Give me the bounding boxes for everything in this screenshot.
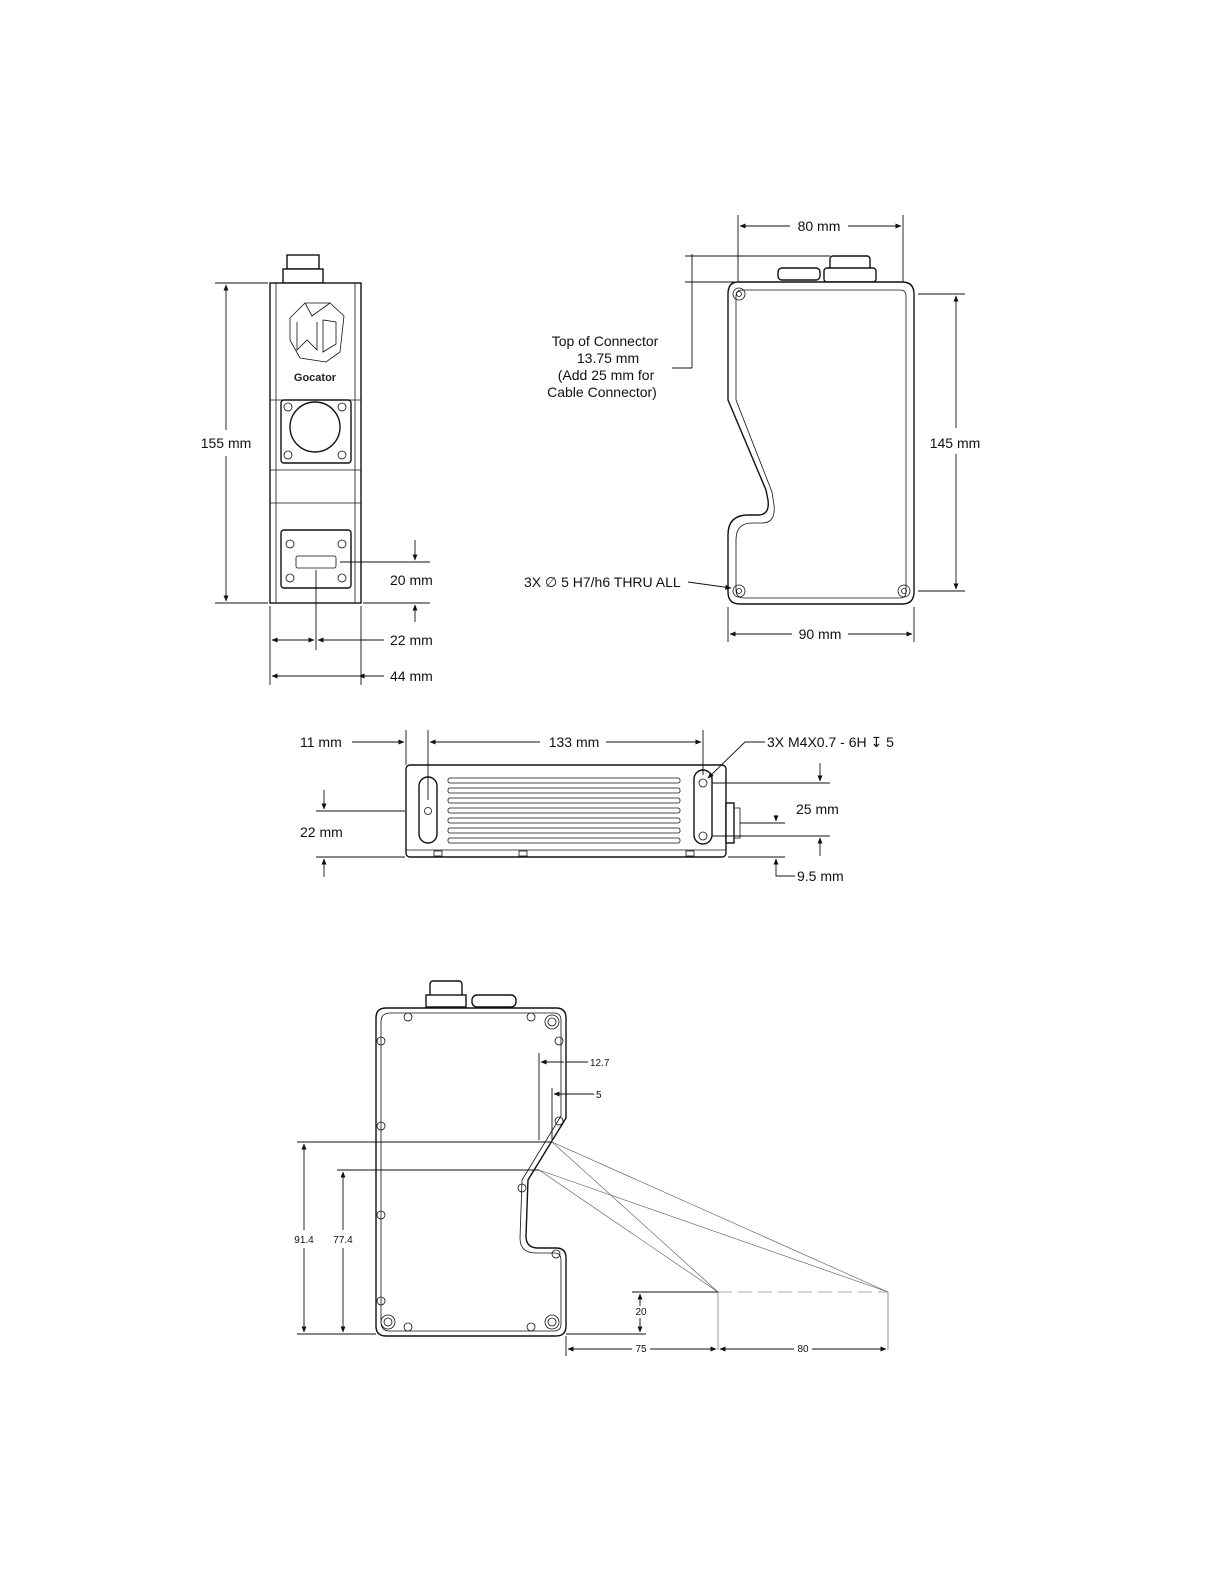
front-connector-offset-label: 20 mm — [390, 572, 433, 588]
side-connector-note-2: 13.75 mm — [577, 350, 639, 366]
optical-view: 12.7 5 91.4 77.4 20 75 80 — [294, 981, 888, 1356]
bottom-right-slot — [694, 770, 712, 844]
side-hole-callout: 3X ∅ 5 H7/h6 THRU ALL — [524, 574, 681, 590]
bottom-right-spacing-label: 25 mm — [796, 801, 839, 817]
side-width-bottom-label: 90 mm — [799, 626, 842, 642]
bottom-left-height-label: 22 mm — [300, 824, 343, 840]
front-connector-base — [283, 269, 323, 283]
side-connector-note-1: Top of Connector — [552, 333, 659, 349]
dim-80: 80 — [797, 1344, 809, 1355]
bottom-left-offset-label: 11 mm — [300, 734, 342, 750]
front-height-label: 155 mm — [201, 435, 252, 451]
bottom-connector-stub — [726, 803, 734, 843]
dim-77-4: 77.4 — [333, 1235, 353, 1246]
side-height-label: 145 mm — [930, 435, 981, 451]
dim-91-4: 91.4 — [294, 1235, 314, 1246]
bottom-thread-callout: 3X M4X0.7 - 6H ↧ 5 — [767, 734, 894, 750]
bottom-right-offset-label: 9.5 mm — [797, 868, 844, 884]
optical-housing — [376, 1008, 566, 1336]
front-view: Gocator 155 mm 20 mm 22 mm 44 mm — [201, 255, 433, 685]
front-connector — [287, 255, 319, 269]
side-housing — [728, 282, 914, 604]
front-center-width-label: 22 mm — [390, 632, 433, 648]
dim-5: 5 — [596, 1090, 602, 1101]
side-width-top-label: 80 mm — [798, 218, 841, 234]
front-window — [290, 402, 340, 452]
side-view: 80 mm Top of Connector 13.75 mm (Add 25 … — [524, 215, 980, 642]
side-connector-note-3: (Add 25 mm for — [558, 367, 655, 383]
dim-75: 75 — [635, 1344, 647, 1355]
dim-12-7: 12.7 — [590, 1058, 610, 1069]
dim-20: 20 — [635, 1307, 647, 1318]
bottom-view: 11 mm 133 mm 3X M4X0.7 - 6H ↧ 5 22 mm 25… — [300, 730, 894, 884]
side-connector-note-4: Cable Connector) — [547, 384, 657, 400]
side-connector-1 — [778, 268, 820, 280]
bottom-hole-spacing-label: 133 mm — [549, 734, 600, 750]
optical-connector-2 — [472, 995, 516, 1007]
brand-text: Gocator — [294, 372, 337, 384]
front-width-label: 44 mm — [390, 668, 433, 684]
